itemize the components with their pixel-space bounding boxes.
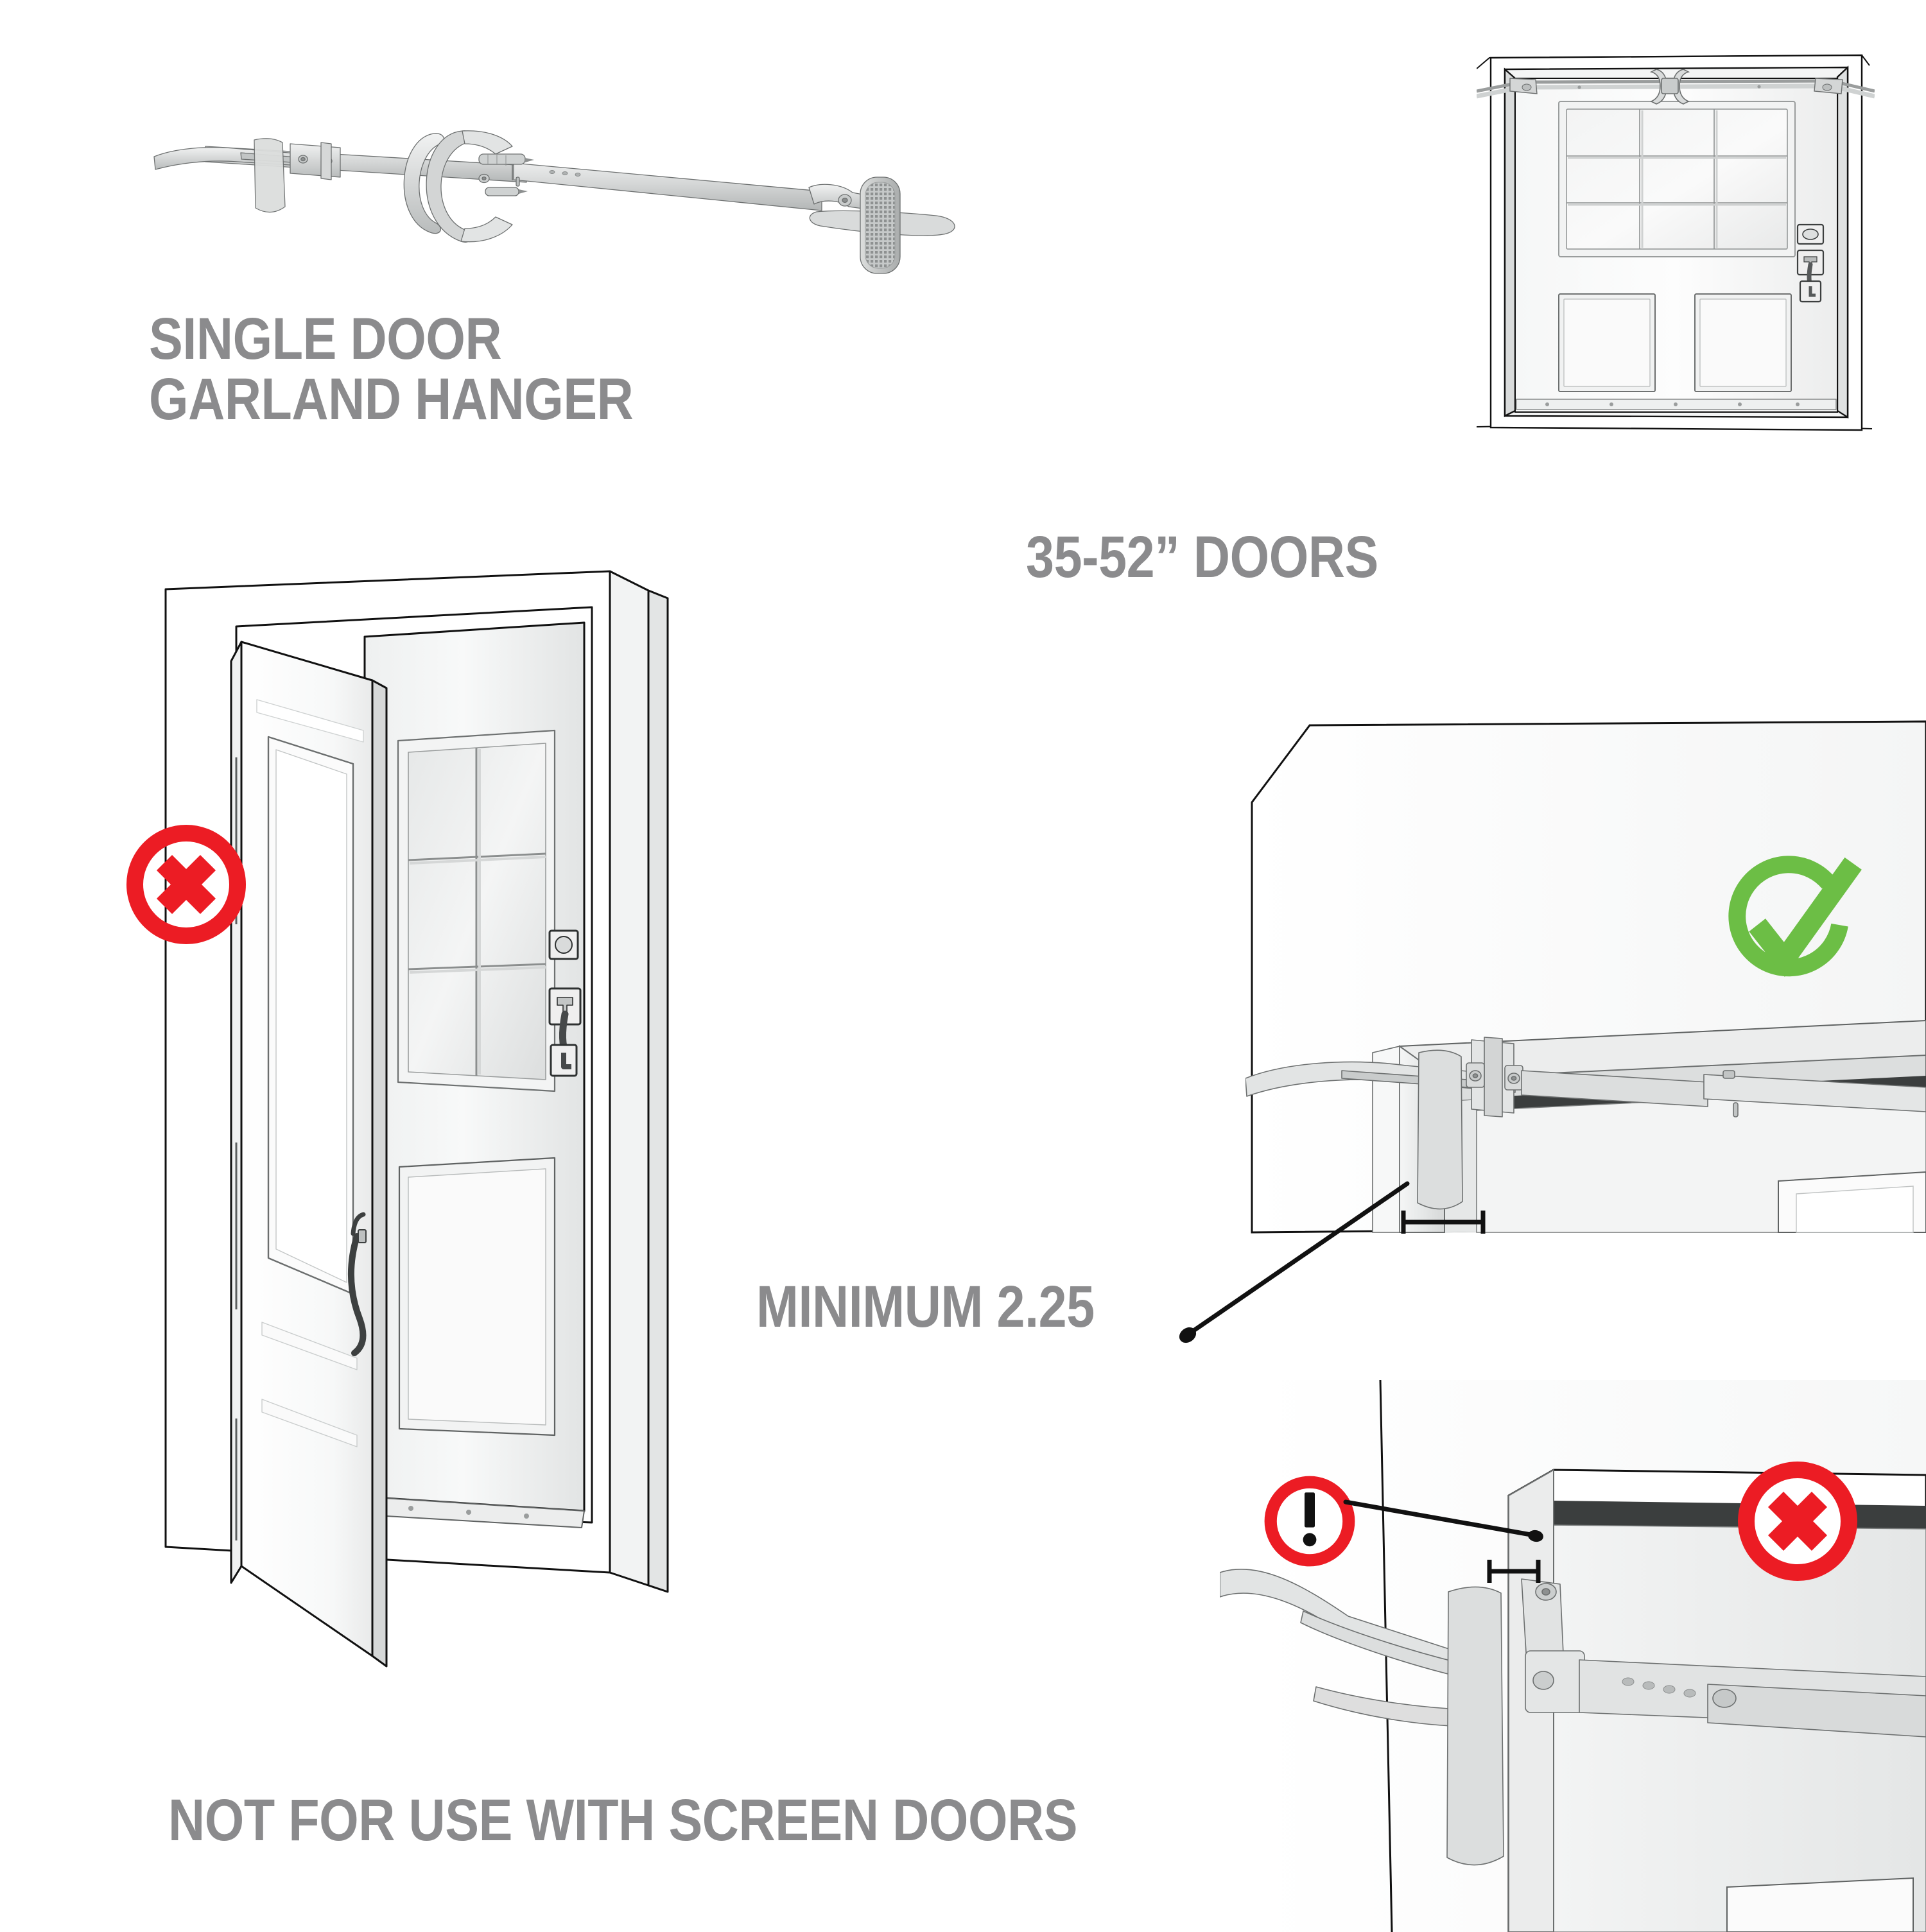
- circle-x-icon: [1733, 1457, 1862, 1585]
- circle-x-icon: [122, 820, 250, 949]
- page-title: SINGLE DOOR GARLAND HANGER: [149, 306, 634, 432]
- installed-hanger-bar: [1477, 69, 1875, 105]
- circle-check-icon: [1715, 854, 1863, 1001]
- correct-clearance-detail-illustration: [1245, 720, 1926, 1234]
- dimension-bar-small: [1487, 1560, 1541, 1583]
- garland-hanger-product-illustration: [153, 130, 955, 274]
- minimum-clearance-callout: [1179, 1181, 1410, 1343]
- screen-door-warning-label: NOT FOR USE WITH SCREEN DOORS: [168, 1788, 1078, 1853]
- insufficient-gap-callout: [1343, 1499, 1543, 1542]
- door-hardware: [1796, 223, 1825, 303]
- minimum-clearance-label: MINIMUM 2.25: [756, 1274, 1095, 1340]
- screen-door-not-supported-illustration: [164, 570, 669, 1668]
- circle-exclamation-icon: [1258, 1470, 1361, 1573]
- door-width-label: 35-52” DOORS: [1026, 524, 1378, 590]
- installed-on-door-illustration: [1477, 54, 1875, 431]
